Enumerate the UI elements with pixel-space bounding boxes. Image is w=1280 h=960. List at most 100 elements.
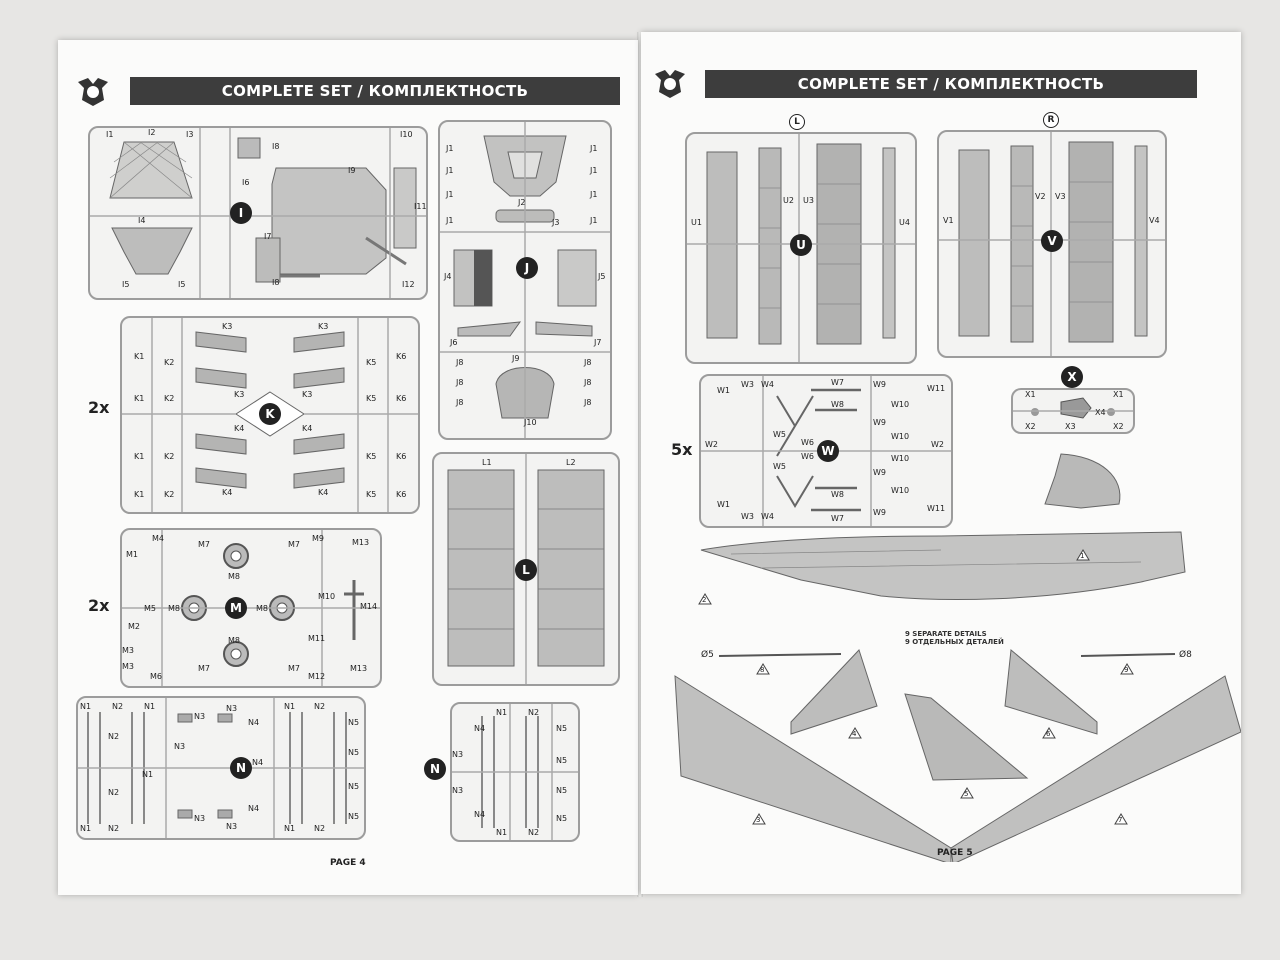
detail-number: 5 — [964, 790, 969, 798]
frame-label-w: W — [817, 440, 839, 462]
part-label: M1 — [126, 550, 138, 559]
multiplier-m: 2x — [88, 596, 110, 615]
part-label: M4 — [152, 534, 164, 543]
part-label: K4 — [222, 488, 233, 497]
sprue-frame-v: V1 V2 V3 V4 V — [937, 130, 1167, 358]
part-label: N5 — [348, 748, 360, 757]
part-label: U1 — [691, 218, 702, 227]
part-label: X1 — [1025, 390, 1036, 399]
sprue-frame-l: L1 L2 L — [432, 452, 620, 686]
part-label: M7 — [198, 664, 210, 673]
part-label: N2 — [108, 788, 120, 797]
part-label: V2 — [1035, 192, 1046, 201]
part-label: J1 — [590, 216, 598, 225]
frame-badge-u: L — [789, 114, 805, 130]
sprue-frame-w: W1 W1 W2 W2 W3 W3 W4 W4 W5 W5 W6 W6 W7 W… — [699, 374, 953, 528]
frame-label-x: X — [1061, 366, 1083, 388]
part-label: I1 — [106, 130, 114, 139]
part-label: J8 — [584, 398, 592, 407]
part-label: W6 — [801, 452, 814, 461]
sprue-frame-n: N1 N1 N1 N1 N1 N1 N2 N2 N2 N2 N2 N2 N3 N… — [76, 696, 366, 840]
part-label: K5 — [366, 452, 377, 461]
part-label: W8 — [831, 490, 844, 499]
part-label: W10 — [891, 454, 910, 463]
part-label: V3 — [1055, 192, 1066, 201]
part-label: J7 — [594, 338, 602, 347]
frame-label-u: U — [790, 234, 812, 256]
detail-number: 7 — [1118, 816, 1123, 824]
detail-number: 2 — [702, 596, 707, 604]
part-label: M6 — [150, 672, 162, 681]
sprue-l-parts — [447, 454, 605, 684]
part-label: W10 — [891, 432, 910, 441]
part-label: I7 — [264, 232, 272, 241]
sprue-frame-j: J1 J1 J1 J1 J1 J1 J1 J1 J2 J3 J4 J5 J6 J… — [438, 120, 612, 440]
frame-label-n-small: N — [424, 758, 446, 780]
part-label: V4 — [1149, 216, 1160, 225]
sprue-frame-u: U1 U2 U3 U4 U — [685, 132, 917, 364]
part-label: K1 — [134, 490, 145, 499]
frame-badge-v: R — [1043, 112, 1059, 128]
sprue-frame-n-small: N1 N1 N2 N2 N3 N3 N4 N4 N5 N5 N5 N5 — [450, 702, 580, 842]
part-label: L2 — [566, 458, 576, 467]
part-label: K2 — [164, 490, 175, 499]
part-label: W7 — [831, 514, 844, 523]
sprue-frame-x: X1 X1 X2 X2 X3 X4 — [1011, 388, 1135, 434]
part-label: K4 — [318, 488, 329, 497]
part-label: J1 — [590, 190, 598, 199]
part-label: I5 — [122, 280, 130, 289]
part-label: N4 — [474, 724, 486, 733]
part-label: M13 — [352, 538, 370, 547]
part-label: W9 — [873, 380, 886, 389]
part-label: J8 — [584, 358, 592, 367]
part-label: N2 — [314, 702, 326, 711]
part-label: I8 — [272, 142, 280, 151]
part-label: J4 — [444, 272, 452, 281]
part-label: K2 — [164, 394, 175, 403]
sprue-x-parts — [1013, 397, 1133, 419]
part-label: N1 — [142, 770, 154, 779]
sprue-j-parts — [440, 122, 610, 438]
part-label: N2 — [112, 702, 124, 711]
part-label: N5 — [348, 718, 360, 727]
detail-number: 9 — [1124, 666, 1129, 674]
page-title: COMPLETE SET / КОМПЛЕКТНОСТЬ — [130, 77, 620, 105]
part-label: N5 — [556, 724, 568, 733]
part-label: X2 — [1025, 422, 1036, 431]
part-label: N3 — [452, 750, 464, 759]
part-label: K2 — [164, 452, 175, 461]
sprue-i-parts — [90, 128, 426, 298]
part-label: W4 — [761, 512, 774, 521]
part-label: M13 — [350, 664, 368, 673]
part-label: N3 — [194, 712, 206, 721]
frame-label-l: L — [515, 559, 537, 581]
part-label: U4 — [899, 218, 910, 227]
sprue-frame-i: I1 I2 I3 I4 I5 I5 I6 I7 I8 I8 I9 I10 I11… — [88, 126, 428, 300]
part-label: N5 — [348, 782, 360, 791]
detail-number: 4 — [852, 730, 857, 738]
part-label: K3 — [302, 390, 313, 399]
part-label: V1 — [943, 216, 954, 225]
part-label: W5 — [773, 462, 786, 471]
sprue-n-parts — [78, 698, 364, 838]
part-label: W1 — [717, 386, 730, 395]
part-label: N1 — [284, 824, 296, 833]
frame-label-j: J — [516, 257, 538, 279]
part-label: U2 — [783, 196, 794, 205]
part-label: W2 — [705, 440, 718, 449]
part-label: W6 — [801, 438, 814, 447]
part-label: K6 — [396, 452, 407, 461]
part-label: M12 — [308, 672, 326, 681]
part-label: M7 — [288, 540, 300, 549]
part-label: W5 — [773, 430, 786, 439]
part-label: K1 — [134, 452, 145, 461]
part-label: W3 — [741, 512, 754, 521]
part-label: X3 — [1065, 422, 1076, 431]
part-label: W9 — [873, 468, 886, 477]
page-title: COMPLETE SET / КОМПЛЕКТНОСТЬ — [705, 70, 1197, 98]
part-label: L1 — [482, 458, 492, 467]
part-label: K2 — [164, 358, 175, 367]
part-label: W10 — [891, 486, 910, 495]
part-label: M7 — [288, 664, 300, 673]
part-label: K3 — [318, 322, 329, 331]
